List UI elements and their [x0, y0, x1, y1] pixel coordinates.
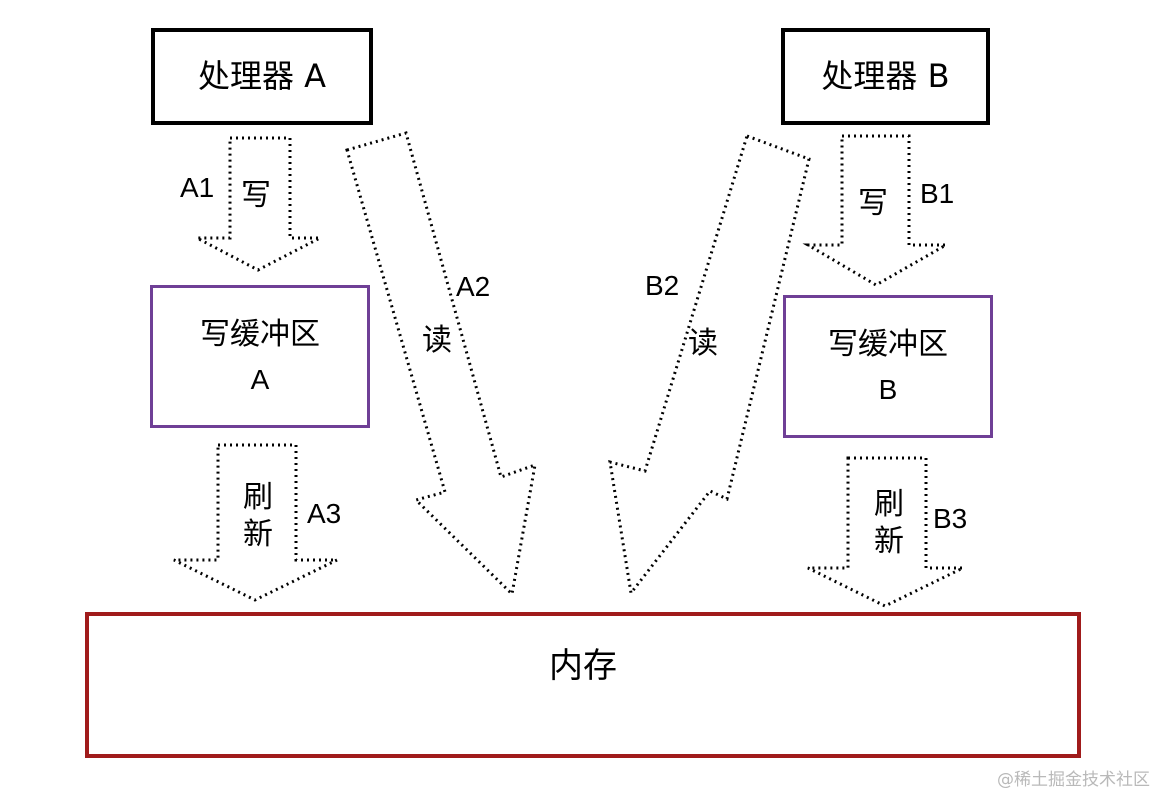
arrow-b1-code: B1 — [920, 178, 955, 209]
arrow-b2-read — [608, 134, 811, 597]
processor-b-box: 处理器 B — [781, 28, 990, 125]
write-buffer-a-id: A — [250, 363, 270, 395]
arrow-a1-action: 写 — [241, 178, 271, 213]
write-buffer-a-title: 写缓冲区 — [200, 316, 320, 352]
arrow-b2-action: 读 — [688, 326, 718, 361]
arrow-a3-code: A3 — [307, 498, 342, 529]
processor-a-box: 处理器 A — [151, 28, 373, 125]
arrow-b3-action-line2: 新 — [874, 524, 904, 559]
arrow-b1-write — [802, 134, 952, 287]
arrow-b1-action: 写 — [858, 186, 888, 221]
arrow-a2-code: A2 — [456, 271, 491, 302]
arrow-b3-flush — [807, 456, 964, 608]
arrow-b3-code: B3 — [933, 503, 968, 534]
write-buffer-b-id: B — [878, 373, 898, 405]
memory-box: 内存 — [85, 612, 1081, 758]
write-buffer-b-box: 写缓冲区 B — [783, 295, 993, 438]
arrow-a3-flush — [173, 443, 338, 602]
watermark-text: @稀土掘金技术社区 — [997, 770, 1150, 790]
arrow-a1-code: A1 — [180, 172, 215, 203]
arrow-a2-read — [345, 131, 537, 598]
arrow-a3-action-line2: 新 — [243, 517, 273, 552]
memory-label: 内存 — [549, 646, 617, 686]
arrow-a2-action: 读 — [422, 323, 452, 358]
arrow-b2-code: B2 — [645, 270, 680, 301]
write-buffer-a-box: 写缓冲区 A — [150, 285, 370, 428]
arrow-a3-action-line1: 刷 — [243, 480, 273, 515]
arrow-b3-action-line1: 刷 — [874, 487, 904, 522]
processor-a-label: 处理器 A — [197, 57, 327, 96]
write-buffer-b-title: 写缓冲区 — [828, 326, 948, 362]
processor-b-label: 处理器 B — [821, 57, 950, 96]
